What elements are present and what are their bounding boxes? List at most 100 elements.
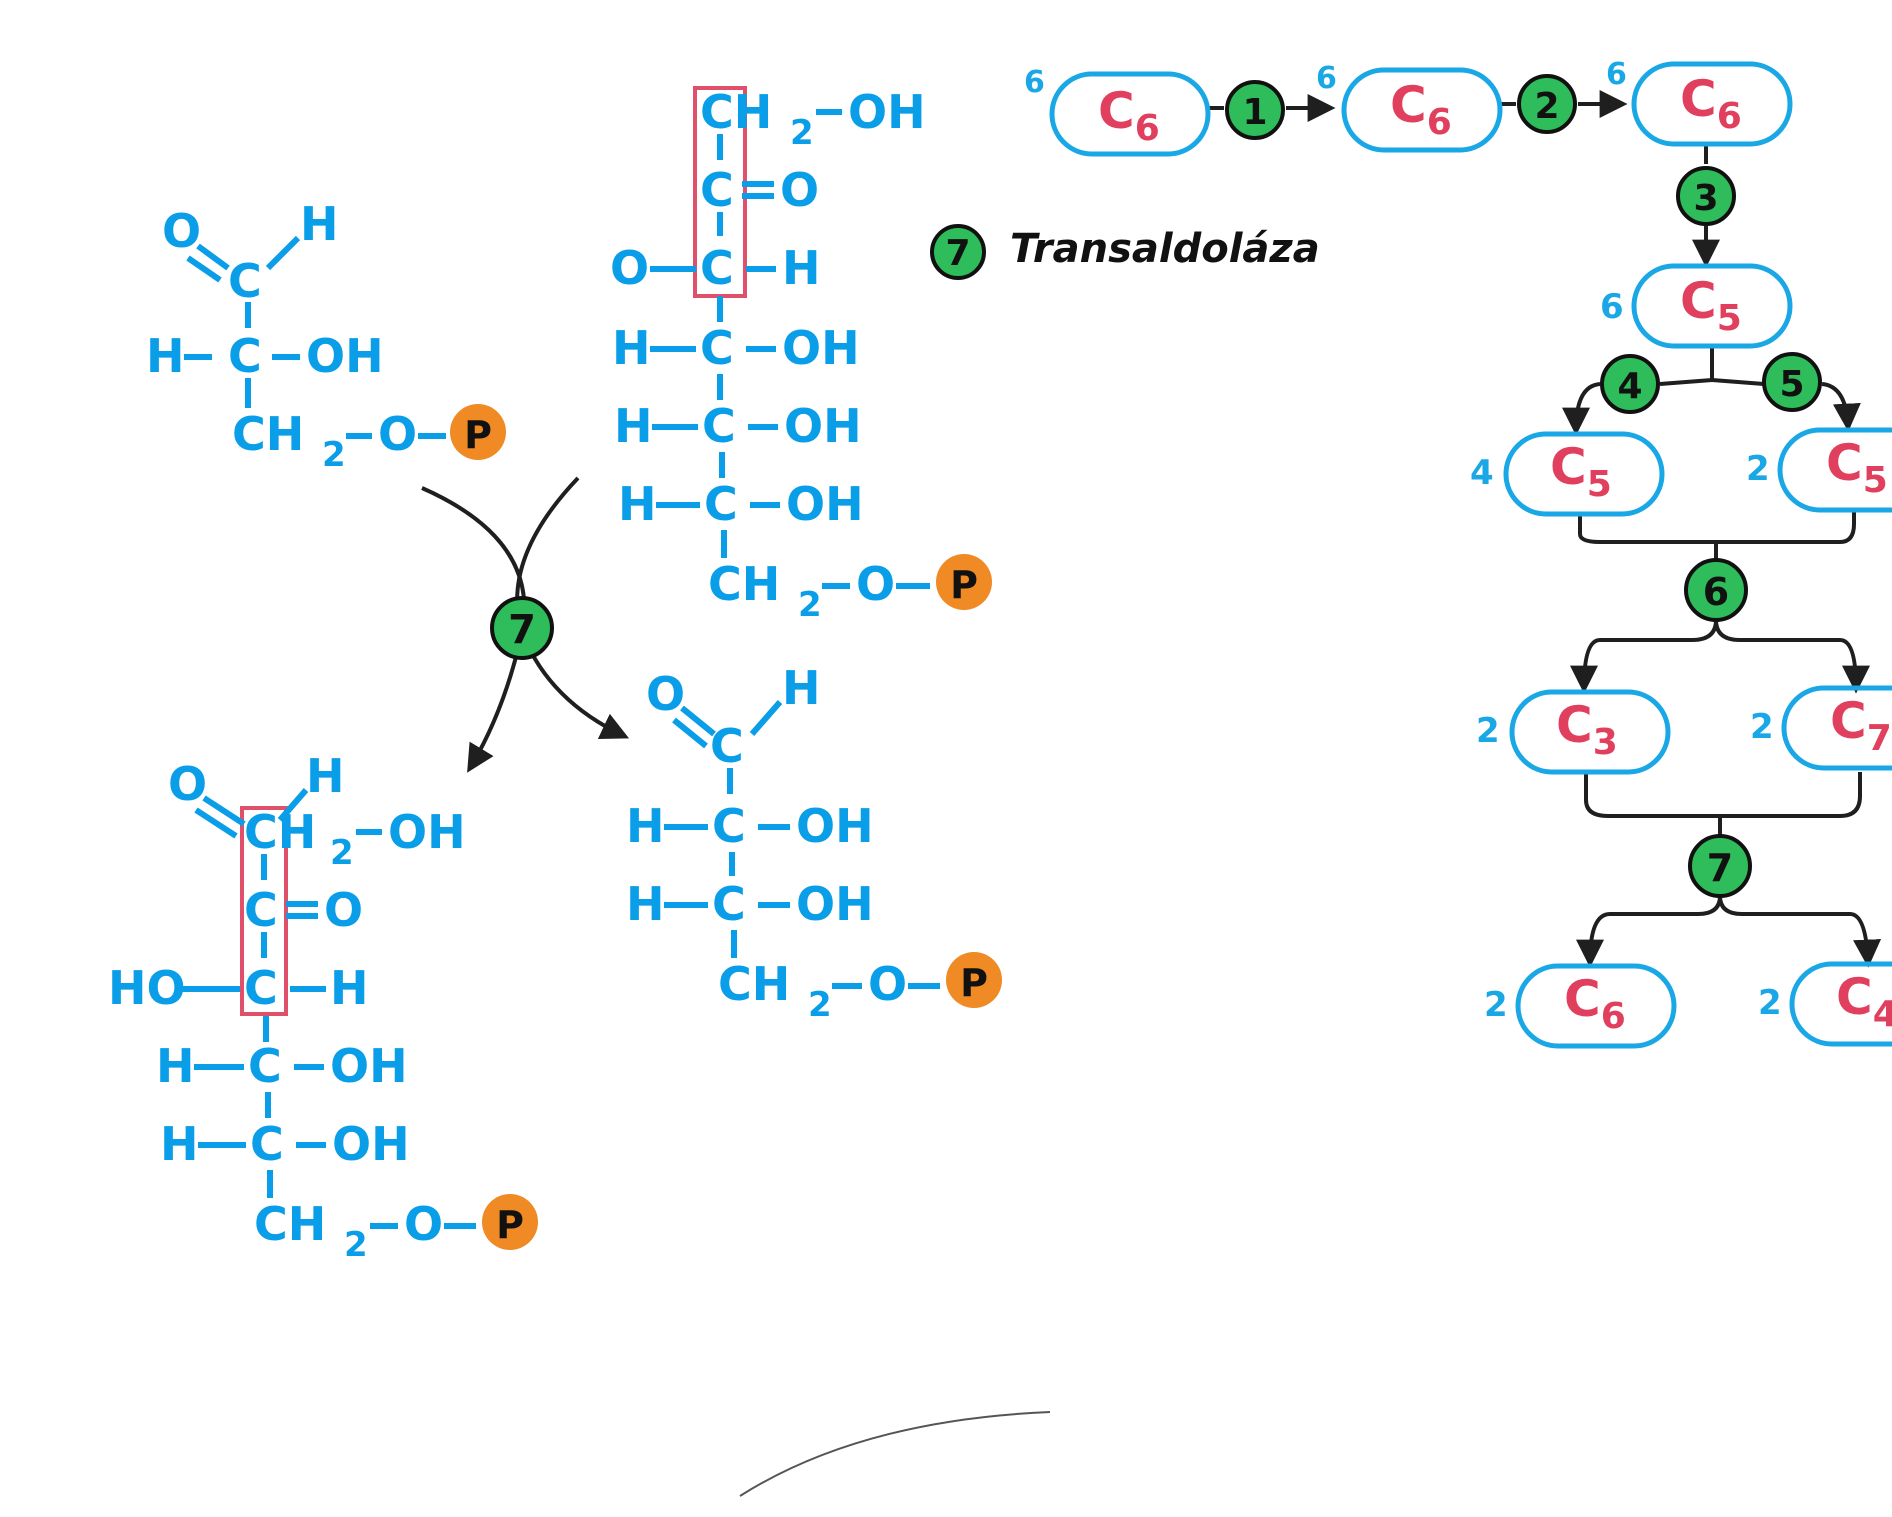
bond-double-b <box>672 717 708 749</box>
count-c6-1: 6 <box>1024 65 1045 100</box>
connector-merge-6 <box>1578 510 1856 544</box>
transfer-highlight-box-bottom <box>240 806 288 1016</box>
phosphate-icon <box>450 404 506 460</box>
step-node-1 <box>1225 80 1285 140</box>
count-c6-3: 6 <box>1606 57 1627 92</box>
step-number-7: 7 <box>1707 846 1733 890</box>
phosphate-icon <box>482 1194 538 1250</box>
phosphate-label: P <box>950 563 978 607</box>
atom-oh-c5: OH <box>784 399 862 453</box>
molecule-erythrose-4-phosphate: O H C H C OH H C OH CH 2 O P <box>626 661 1002 1025</box>
atom-o: O <box>168 757 207 811</box>
atom-c3: C <box>244 961 278 1015</box>
atom-h: H <box>782 661 821 715</box>
step-node-7 <box>1688 834 1752 898</box>
reaction-step-circle <box>490 596 554 660</box>
label-c5-main: C5 <box>1680 272 1742 339</box>
flow-connectors <box>1208 90 1882 968</box>
atom-h-c5: H <box>614 399 653 453</box>
atom-h-c6: H <box>618 477 657 531</box>
count-c7: 2 <box>1750 707 1774 747</box>
pill-c5-main <box>1631 263 1793 349</box>
molecule-glyceraldehyde-3-phosphate: O H C H C OH CH 2 O P <box>146 197 506 475</box>
atom-sub2: 2 <box>330 833 354 873</box>
pill-c4-out <box>1789 961 1892 1047</box>
atom-h: H <box>306 749 345 803</box>
connector-split-right <box>1711 378 1765 386</box>
label-c4-out: C4 <box>1836 968 1892 1035</box>
phosphate-icon <box>946 952 1002 1008</box>
atom-oh-c4: OH <box>330 1039 408 1093</box>
step-number-2: 2 <box>1534 86 1559 127</box>
step-number-5: 5 <box>1779 364 1804 405</box>
phosphate-label: P <box>464 413 492 457</box>
label-c5-left: C5 <box>1550 438 1612 505</box>
atom-o-keto: O <box>324 883 363 937</box>
connector-4-out <box>1562 382 1601 436</box>
step-node-6 <box>1684 558 1748 622</box>
pill-c6-2 <box>1341 67 1503 153</box>
pill-c6-out <box>1515 963 1677 1049</box>
bond-ch <box>265 235 301 271</box>
atom-ch2: CH <box>232 407 304 461</box>
atom-o-ester: O <box>868 957 907 1011</box>
step-number-1: 1 <box>1242 92 1267 133</box>
pill-c6-3 <box>1631 61 1793 147</box>
atom-ch2: CH <box>718 957 790 1011</box>
atom-ch2: CH <box>254 1197 326 1251</box>
count-c5-left: 4 <box>1470 453 1494 493</box>
count-c6-2: 6 <box>1316 61 1337 96</box>
step-node-3 <box>1676 166 1736 226</box>
atom-oh-c3: OH <box>796 877 874 931</box>
label-c3: C3 <box>1556 696 1618 763</box>
reaction-step-node: 7 <box>490 596 554 660</box>
step-number-3: 3 <box>1693 178 1718 219</box>
pill-c5-right <box>1777 427 1892 513</box>
atom-c2: C <box>228 329 262 383</box>
connector-5-out <box>1821 382 1861 432</box>
atom-h-c4: H <box>156 1039 195 1093</box>
atom-c2: C <box>700 163 734 217</box>
atom-h-c5: H <box>160 1117 199 1171</box>
label-c6-out: C6 <box>1564 970 1626 1037</box>
legend-step-number: 7 <box>945 233 970 274</box>
bond-ch <box>277 788 309 822</box>
bond-double-a <box>680 705 716 737</box>
label-c6-1: C6 <box>1098 82 1160 149</box>
step-number-4: 4 <box>1617 366 1642 407</box>
legend-label: Transaldoláza <box>1010 226 1320 272</box>
label-c6-3: C6 <box>1680 70 1742 137</box>
bond-ch <box>749 700 783 736</box>
atom-oh-top: OH <box>848 85 926 139</box>
pill-c5-left <box>1503 431 1665 517</box>
label-c5-right: C5 <box>1826 434 1888 501</box>
atom-h-left: H <box>146 329 185 383</box>
atom-h-c3: H <box>626 877 665 931</box>
atom-h-c4: H <box>612 321 651 375</box>
bond-double-b <box>186 255 222 283</box>
flow-pills <box>1049 61 1892 1049</box>
molecule-sedoheptulose-7-phosphate: O H CH 2 OH C O HO C H H C OH H C OH CH … <box>108 749 538 1265</box>
phosphate-icon <box>936 554 992 610</box>
bond-double-a <box>202 795 246 827</box>
connector-7-right <box>1718 895 1882 968</box>
atom-oh-c6: OH <box>786 477 864 531</box>
label-c7: C7 <box>1830 692 1892 759</box>
atom-ch: CH <box>700 85 772 139</box>
atom-h-c2: H <box>626 799 665 853</box>
atom-oh-c2: OH <box>796 799 874 853</box>
atom-sub2: 2 <box>790 113 814 153</box>
bond-double-a <box>196 243 230 271</box>
atom-h-c3: H <box>330 961 369 1015</box>
atom-o: O <box>162 204 201 258</box>
atom-c3: C <box>700 241 734 295</box>
atom-c2: C <box>244 883 278 937</box>
atom-sub2: 2 <box>798 585 822 625</box>
legend: 7 Transaldoláza <box>930 224 1320 280</box>
count-c5-right: 2 <box>1746 449 1770 489</box>
atom-oh-top: OH <box>388 805 466 859</box>
molecule-fructose-6-phosphate: CH 2 OH C O O C H H C OH H C OH H C OH C… <box>610 85 992 625</box>
step-node-4 <box>1600 354 1660 414</box>
atom-c6: C <box>704 477 738 531</box>
flow-pill-labels: 6 C6 6 C6 6 C6 6 C5 4 C5 2 C5 2 C3 2 C7 … <box>1024 57 1892 1037</box>
